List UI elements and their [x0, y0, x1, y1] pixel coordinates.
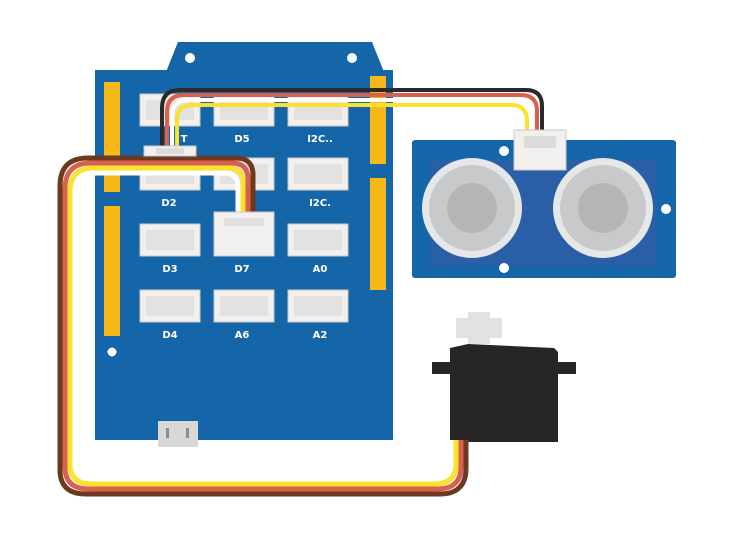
servo-shaft: [468, 312, 490, 344]
port-label-d7: D7: [234, 264, 249, 275]
servo-motor: [432, 312, 576, 442]
pin-header-left-bottom: [104, 206, 120, 336]
port-label-d4: D4: [162, 330, 177, 341]
plug-latch: [524, 136, 556, 148]
ultrasonic-transducer-left: [422, 158, 522, 258]
pin-header-right-bottom: [370, 178, 386, 290]
mount-hole: [499, 263, 509, 273]
cable-plugs: [143, 129, 567, 257]
ultrasonic-transducer-right: [553, 158, 653, 258]
mount-hole: [347, 53, 357, 63]
grove-port-a2: [287, 289, 349, 323]
grove-port-d4: [139, 289, 201, 323]
grove-ports: [139, 93, 349, 323]
grove-port-a6: [213, 289, 275, 323]
board-top-tab: [166, 42, 384, 72]
port-label-a2: A2: [313, 330, 328, 341]
power-connector: [158, 421, 198, 447]
grove-port-i2c-2: [287, 157, 349, 191]
port-label-d3: D3: [162, 264, 177, 275]
port-label-d5: D5: [234, 134, 249, 145]
mount-hole: [661, 204, 671, 214]
port-label-partial: T: [181, 134, 188, 145]
ultrasonic-sensor-module: [412, 140, 676, 278]
port-label-a6: A6: [235, 330, 250, 341]
sensor-cable: [160, 88, 544, 150]
servo-cable: [57, 155, 469, 497]
port-label-i2c-2: I2C.: [309, 198, 331, 209]
connector-pin: [166, 428, 169, 438]
port-label-i2c-1: I2C..: [307, 134, 333, 145]
port-label-d2: D2: [161, 198, 176, 209]
port-labels: D5 I2C.. D2 I2C. D3 D7 A0 D4 A6 A2: [161, 134, 332, 341]
connector-pin: [186, 428, 189, 438]
plug-latch: [224, 218, 264, 226]
grove-port-a0: [287, 223, 349, 257]
mount-hole: [499, 146, 509, 156]
mount-hole: [106, 346, 118, 358]
mount-hole: [185, 53, 195, 63]
plug-latch: [156, 148, 184, 154]
grove-port-d3: [139, 223, 201, 257]
port-label-a0: A0: [313, 264, 328, 275]
servo-body: [450, 344, 558, 442]
